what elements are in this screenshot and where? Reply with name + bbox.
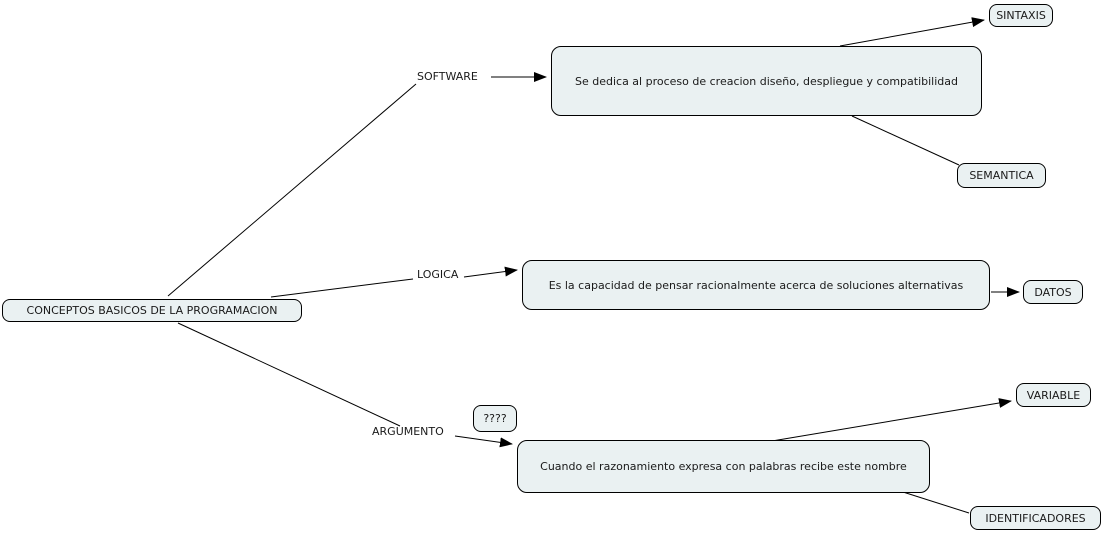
link-argumento-to-concept [454,435,513,448]
link-root-to-logica [270,278,414,298]
link-software-concept-to-sintaxis [839,17,985,47]
link-root-to-argumento [177,322,401,427]
link-argumento-concept-to-identificadores [902,491,970,514]
concept-software-description[interactable]: Se dedica al proceso de creacion diseño,… [551,46,982,116]
node-variable[interactable]: VARIABLE [1016,383,1091,407]
link-logica-to-concept [463,266,518,278]
concept-logica-description[interactable]: Es la capacidad de pensar racionalmente … [522,260,990,310]
link-label-logica[interactable]: LOGICA [417,268,459,281]
link-root-to-software [167,83,417,297]
node-conceptos-basicos[interactable]: CONCEPTOS BASICOS DE LA PROGRAMACION [2,299,302,322]
node-identificadores[interactable]: IDENTIFICADORES [970,506,1101,530]
link-software-concept-to-semantica [851,115,960,166]
link-label-software[interactable]: SOFTWARE [417,70,478,83]
node-placeholder-questions[interactable]: ???? [473,405,517,432]
link-argumento-concept-to-variable [771,398,1012,442]
link-label-argumento[interactable]: ARGUMENTO [372,425,444,438]
concept-argumento-description[interactable]: Cuando el razonamiento expresa con palab… [517,440,930,493]
node-sintaxis[interactable]: SINTAXIS [989,4,1053,27]
node-datos[interactable]: DATOS [1023,280,1083,304]
node-semantica[interactable]: SEMANTICA [957,163,1046,188]
